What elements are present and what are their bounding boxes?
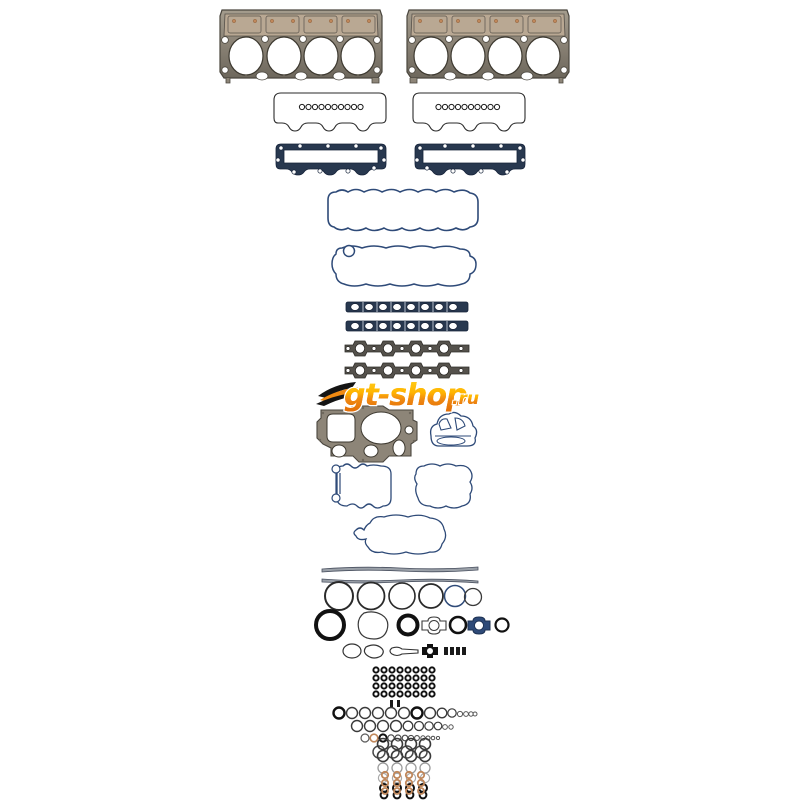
- part-intake-manifold-gasket-2: [345, 318, 469, 334]
- part-oil-pan-gasket: [348, 513, 452, 559]
- part-valve-cover-gasket-right: [409, 90, 529, 134]
- part-front-cover-gasket: [313, 404, 423, 466]
- part-copper-washers: [379, 770, 427, 796]
- part-valve-cover-gasket-left: [270, 90, 390, 134]
- part-head-gasket-left: [216, 6, 386, 84]
- part-side-cover-gasket-left: [329, 460, 401, 516]
- watermark-tld-text-fill: .ru: [452, 389, 479, 409]
- part-rocker-cover-gasket-right: [411, 140, 529, 182]
- watermark-tld-text: .ru: [452, 389, 479, 409]
- part-exhaust-manifold-gasket-2: [343, 361, 471, 380]
- part-valley-pan-gasket: [320, 184, 484, 236]
- part-head-gasket-right: [403, 6, 573, 84]
- part-o-ring-grid: [372, 666, 436, 698]
- part-rocker-cover-gasket-left: [272, 140, 390, 182]
- part-intake-manifold-gasket-1: [345, 299, 469, 315]
- part-rail-seal-upper: [320, 565, 480, 573]
- part-water-pump-gasket: [425, 408, 481, 452]
- part-small-seal-row: [340, 641, 470, 661]
- part-o-ring-taper-rows: [331, 706, 478, 765]
- part-dowel-pair: [386, 700, 404, 708]
- part-side-cover-gasket-right: [408, 460, 480, 516]
- part-o-ring-row-large: [322, 578, 483, 614]
- part-lower-intake-gasket: [330, 242, 482, 292]
- part-o-ring-row-flanged: [312, 608, 510, 642]
- part-exhaust-manifold-gasket-1: [343, 339, 471, 358]
